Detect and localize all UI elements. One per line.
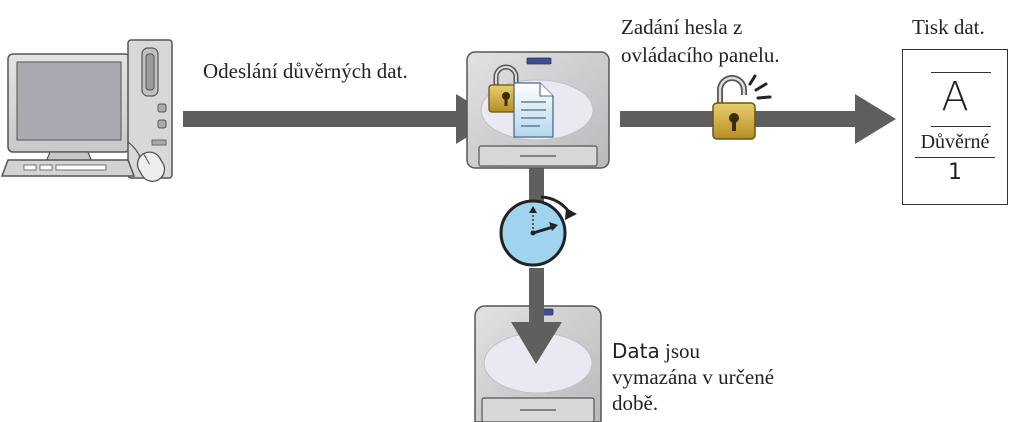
arrow-print xyxy=(620,94,896,144)
printed-document: A Důvěrné 1 xyxy=(902,49,1008,205)
document-icon xyxy=(513,82,554,138)
doc-confidential: Důvěrné xyxy=(920,131,990,153)
doc-rule-mid xyxy=(931,126,991,127)
delete-label-bold: Data xyxy=(612,339,660,363)
doc-rule-bottom xyxy=(915,157,995,158)
desktop-computer-icon xyxy=(0,39,173,182)
password-label-line1: Zadání hesla z xyxy=(621,15,743,39)
doc-rule-top xyxy=(931,72,991,73)
arrow-send xyxy=(183,94,497,144)
send-label: Odeslání důvěrných dat. xyxy=(203,59,408,83)
printer-icon-bottom xyxy=(474,305,602,422)
delete-label-line3: době. xyxy=(612,391,659,415)
doc-copies: 1 xyxy=(948,160,962,185)
print-label: Tisk dat. xyxy=(912,15,985,39)
doc-letter: A xyxy=(941,74,969,120)
password-label-line2: ovládacího panelu. xyxy=(621,43,780,67)
arrow-down-head xyxy=(511,300,562,364)
clock-timer-icon xyxy=(499,195,577,267)
delete-label-line1: Data jsou xyxy=(612,338,700,364)
delete-label-rest: jsou xyxy=(659,339,701,363)
delete-label-line2: vymazána v určené xyxy=(612,365,775,389)
padlock-open-icon xyxy=(712,74,772,140)
